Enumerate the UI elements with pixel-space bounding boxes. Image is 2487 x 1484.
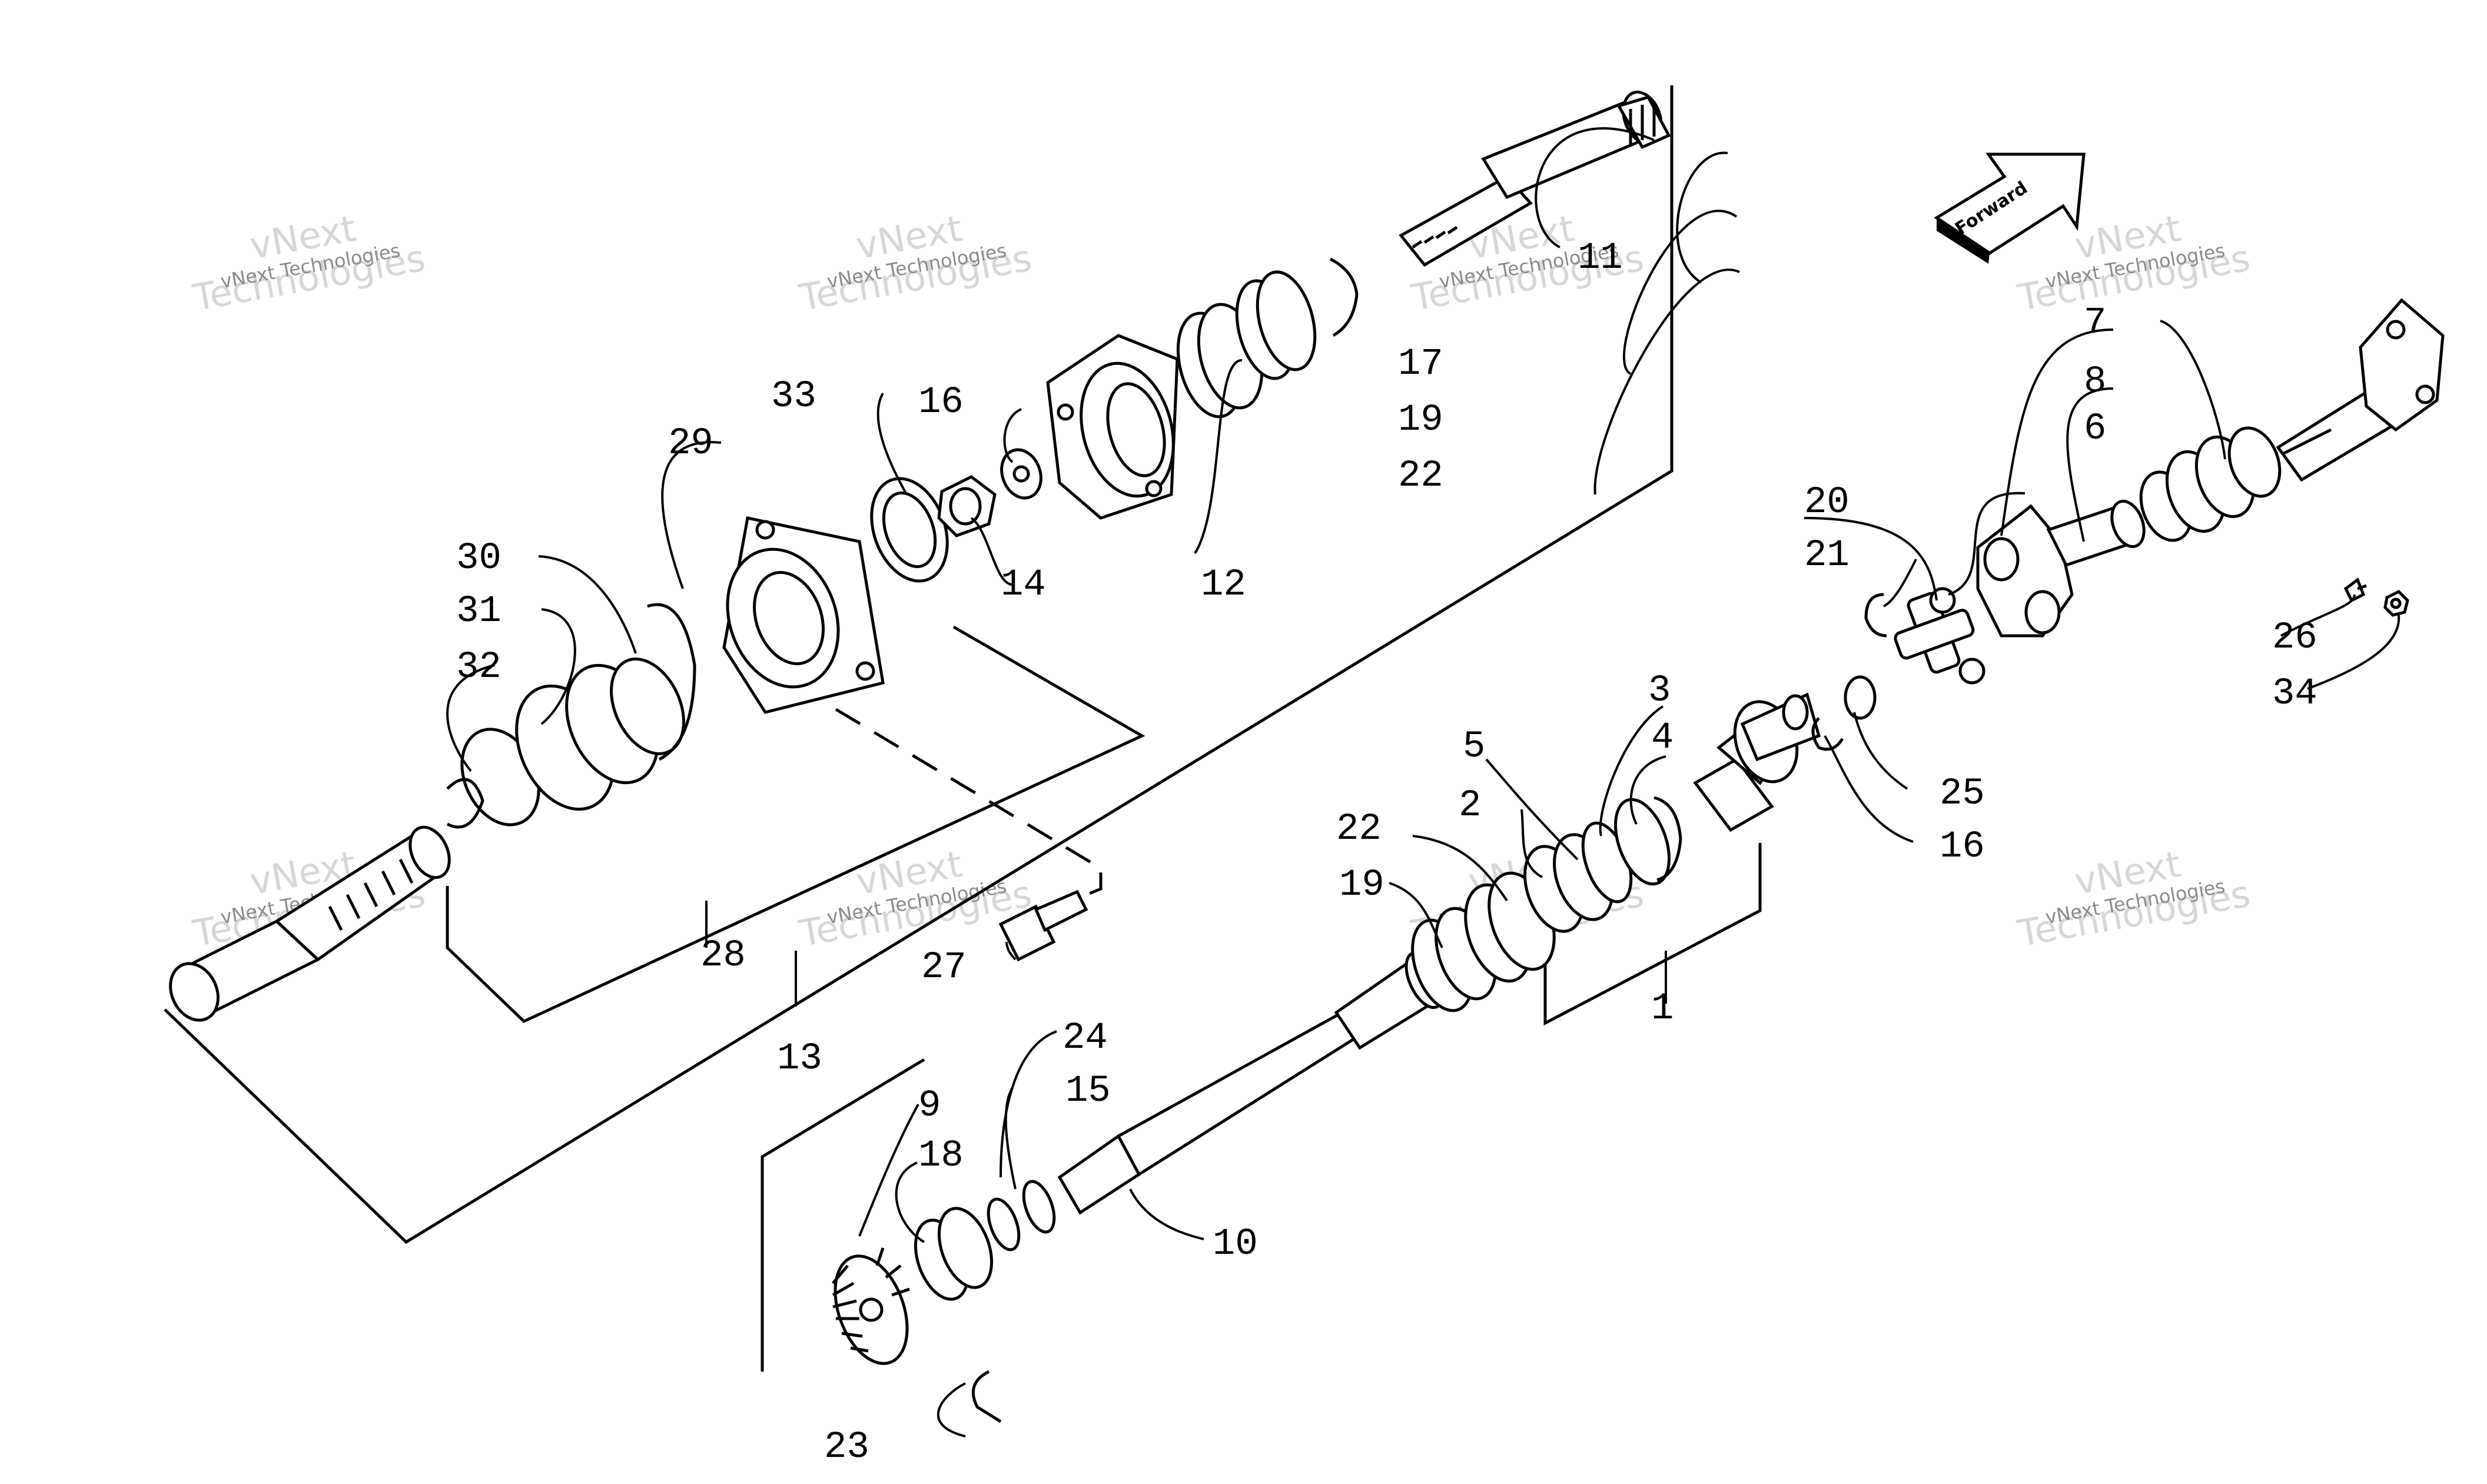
bracket-lower-shaft: [761, 1058, 925, 1372]
callout-12: 12: [1201, 564, 1246, 606]
nut-14: [937, 475, 997, 537]
bevel-gear-9: [832, 1247, 910, 1365]
callout-3: 3: [1648, 670, 1671, 712]
callout-23: 23: [824, 1426, 869, 1469]
callout-4: 4: [1651, 717, 1674, 759]
bearing-housing: [722, 516, 885, 714]
flange-12: [1046, 334, 1179, 520]
nut-34: [2383, 589, 2409, 617]
bearing-19: [1235, 270, 1317, 380]
callout-28: 28: [700, 935, 746, 977]
forward-arrow: Forward: [1934, 152, 2086, 264]
watermark: vNext Technologies vNext Technologies: [796, 207, 1035, 320]
bracket-28: [446, 625, 1145, 1023]
callout-32: 32: [456, 646, 502, 689]
callout-10: 10: [1213, 1223, 1258, 1266]
bolt-27: [998, 889, 1088, 962]
callout-8: 8: [2084, 361, 2106, 403]
leader-lines: [446, 127, 2400, 1437]
callout-16: 16: [918, 381, 964, 424]
forward-arrow-shape: [1934, 152, 2086, 255]
drive-shaft-10: [1057, 951, 1445, 1215]
cross-20: [1894, 587, 1985, 685]
left-axle-stub: [169, 825, 451, 1022]
callout-26: 26: [2272, 617, 2317, 659]
callout-13: 13: [777, 1038, 822, 1080]
callout-14: 14: [1001, 564, 1046, 606]
watermark: vNext Technologies vNext Technologies: [2014, 842, 2253, 955]
snap-ring-17: [1329, 257, 1359, 337]
stub-shaft-7: [2276, 298, 2445, 482]
seal-33: [870, 477, 949, 583]
watermark: vNext Technologies vNext Technologies: [190, 207, 429, 320]
callout-17: 17: [1398, 343, 1443, 386]
bracket-13: [164, 85, 1674, 1244]
seal-3: [1613, 798, 1671, 886]
circlip-23: [971, 1370, 1002, 1423]
callout-labels: 1 2 3 4 5 6 7 8 9 10 11 12 13 14 15 16 1…: [456, 237, 2317, 1469]
bolt-26: [2343, 577, 2367, 603]
boot-clamp-30: [647, 603, 696, 761]
callout-24: 24: [1062, 1017, 1108, 1060]
yoke-1: [1693, 692, 1821, 832]
callout-7: 7: [2084, 302, 2106, 344]
dashed-lead-27: [835, 708, 1103, 911]
callout-34: 34: [2272, 673, 2317, 715]
snap-ring-21: [1864, 593, 1887, 638]
callout-22: 22: [1398, 455, 1443, 497]
callout-29: 29: [668, 423, 713, 465]
snap-ring-15: [1022, 1180, 1056, 1234]
callout-30: 30: [456, 537, 502, 580]
watermark: vNext Technologies vNext Technologies: [796, 842, 1035, 955]
boot-clamp-32: [446, 778, 484, 829]
left-axle-assembly: [169, 90, 1671, 1022]
callout-25: 25: [1940, 773, 1985, 815]
callout-9: 9: [918, 1085, 941, 1127]
callout-21: 21: [1804, 534, 1850, 577]
callout-11: 11: [1578, 237, 1623, 280]
callout-19: 19: [1398, 399, 1443, 441]
bearing-cap-16: [1811, 717, 1844, 751]
callout-6: 6: [2084, 408, 2106, 450]
boot-8: [2139, 426, 2282, 542]
callout-31: 31: [456, 590, 502, 633]
assembly-brackets: [164, 85, 1762, 1372]
callout-2: 2: [1459, 785, 1481, 827]
callout-19-lower: 19: [1339, 864, 1384, 907]
spacer-24: [987, 1197, 1021, 1251]
callout-22-lower: 22: [1336, 808, 1382, 851]
output-shaft-11: [1399, 90, 1671, 267]
bushing-25: [1844, 675, 1877, 720]
snap-ring-4: [1653, 796, 1682, 882]
callout-33: 33: [771, 376, 816, 418]
callout-16-yoke: 16: [1940, 826, 1985, 868]
callout-27: 27: [921, 947, 967, 989]
yoke-6: [1976, 499, 2146, 638]
callout-5: 5: [1463, 726, 1485, 768]
yoke-assembly: [1523, 298, 2445, 933]
callout-1: 1: [1651, 988, 1674, 1030]
bearing-18: [914, 1207, 994, 1301]
callout-20: 20: [1804, 482, 1850, 524]
callout-18: 18: [918, 1135, 964, 1177]
callout-15: 15: [1065, 1070, 1111, 1113]
bracket-1: [1543, 843, 1762, 1026]
